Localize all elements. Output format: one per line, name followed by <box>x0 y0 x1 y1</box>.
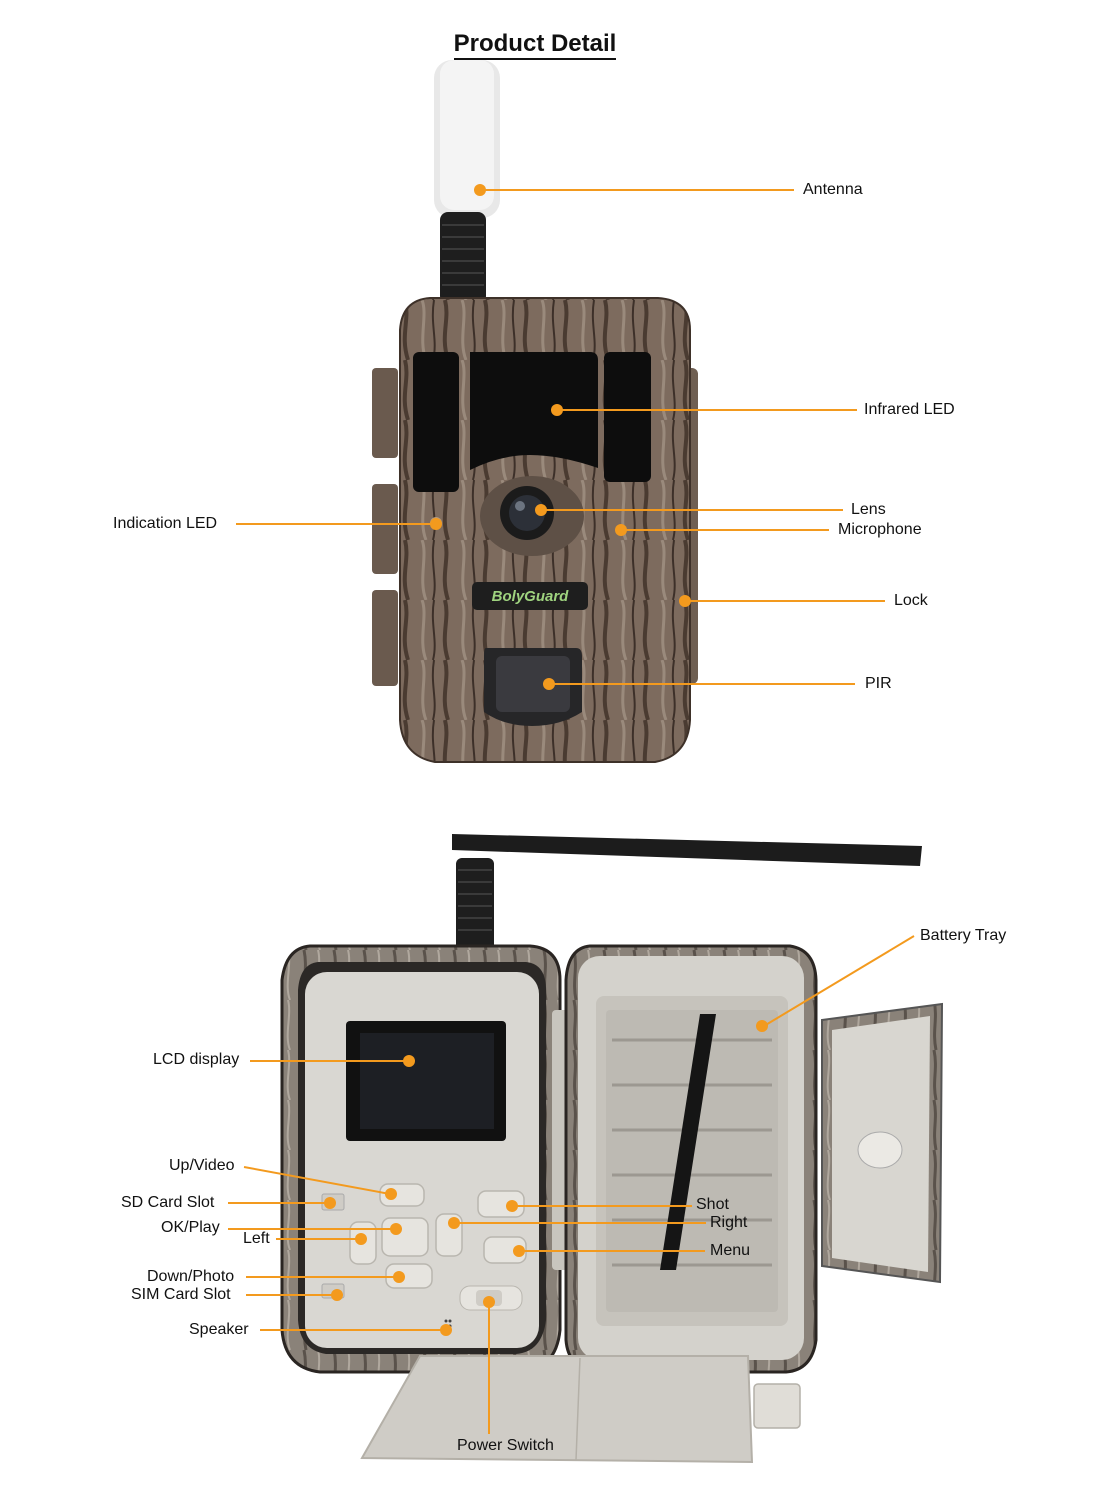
antenna-2 <box>452 834 922 866</box>
label-sd-card-slot: SD Card Slot <box>121 1194 215 1211</box>
label-right: Right <box>710 1214 748 1231</box>
label-shot: Shot <box>696 1196 729 1213</box>
brand-logo: BolyGuard <box>492 588 570 605</box>
label-lock: Lock <box>894 592 928 609</box>
ir-led-left <box>413 352 459 492</box>
label-speaker: Speaker <box>189 1321 249 1338</box>
label-down-photo: Down/Photo <box>147 1268 235 1285</box>
label-ok-play: OK/Play <box>161 1219 220 1236</box>
label-antenna: Antenna <box>803 181 863 198</box>
page-title: Product Detail <box>0 30 1070 60</box>
battery-cover <box>360 1355 754 1464</box>
label-battery-tray: Battery Tray <box>920 927 1007 944</box>
label-lens: Lens <box>851 501 886 518</box>
label-infrared-led: Infrared LED <box>864 401 955 418</box>
label-menu: Menu <box>710 1242 751 1259</box>
ir-led-right <box>604 352 651 482</box>
label-microphone: Microphone <box>838 521 922 538</box>
label-pir: PIR <box>865 675 892 692</box>
label-left: Left <box>243 1230 270 1247</box>
label-up-video: Up/Video <box>169 1157 235 1174</box>
ir-led-center <box>470 352 598 470</box>
label-lcd-display: LCD display <box>153 1051 240 1068</box>
label-indication-led: Indication LED <box>113 515 218 532</box>
label-sim-card-slot: SIM Card Slot <box>131 1286 231 1303</box>
label-power-switch: Power Switch <box>457 1437 554 1454</box>
brand-plate <box>472 582 588 610</box>
antenna-connector <box>440 212 486 304</box>
